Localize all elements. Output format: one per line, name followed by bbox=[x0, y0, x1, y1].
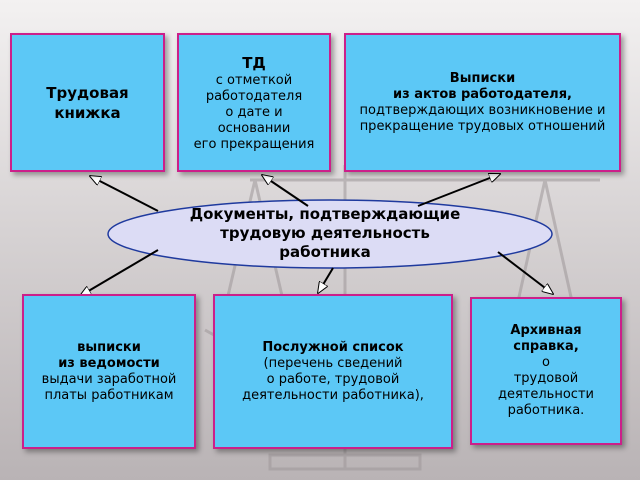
archive-certificate-line-1: Архивная bbox=[510, 323, 582, 338]
service-record-line-1: Послужной список bbox=[262, 339, 404, 355]
employment-contract-line-6: его прекращения bbox=[193, 136, 315, 152]
employer-extracts-line-3: подтверждающих возникновение и bbox=[359, 102, 606, 118]
employment-contract-line-2: с отметкой bbox=[215, 72, 293, 88]
payroll-extracts-line-4: платы работникам bbox=[44, 387, 174, 403]
archive-certificate-box: Архивная справка, о трудовой деятельност… bbox=[470, 297, 622, 445]
archive-certificate-line-4: трудовой bbox=[513, 371, 579, 386]
service-record-line-2: (перечень сведений bbox=[263, 355, 403, 371]
center-title: Документы, подтверждающие трудовую деяте… bbox=[160, 205, 490, 262]
employer-extracts-line-1: Выписки bbox=[449, 70, 516, 86]
labor-book-line-1: Трудовая bbox=[46, 83, 129, 102]
employment-contract-line-1: ТД bbox=[242, 53, 266, 72]
employer-extracts-box: Выписки из актов работодателя, подтвержд… bbox=[344, 33, 621, 172]
labor-book-box: Трудовая книжка bbox=[10, 33, 165, 172]
employment-contract-box: ТД с отметкой работодателя о дате и осно… bbox=[177, 33, 331, 172]
service-record-line-4: деятельности работника), bbox=[242, 387, 424, 403]
archive-certificate-line-6: работника. bbox=[507, 403, 585, 418]
archive-certificate-line-5: деятельности bbox=[498, 387, 594, 402]
archive-certificate-line-2: справка, bbox=[513, 339, 579, 354]
employer-extracts-line-2: из актов работодателя, bbox=[393, 86, 572, 102]
payroll-extracts-line-3: выдачи заработной bbox=[41, 371, 177, 387]
employment-contract-line-4: о дате и bbox=[225, 104, 283, 120]
center-line-2: трудовую деятельность bbox=[220, 224, 430, 242]
archive-certificate-line-3: о bbox=[542, 355, 550, 370]
payroll-extracts-line-1: выписки bbox=[77, 339, 141, 355]
payroll-extracts-box: выписки из ведомости выдачи заработной п… bbox=[22, 294, 196, 449]
employer-extracts-line-4: прекращение трудовых отношений bbox=[359, 118, 606, 134]
labor-book-line-2: книжка bbox=[54, 103, 121, 122]
service-record-box: Послужной список (перечень сведений о ра… bbox=[213, 294, 453, 449]
service-record-line-3: о работе, трудовой bbox=[266, 371, 400, 387]
payroll-extracts-line-2: из ведомости bbox=[58, 355, 160, 371]
center-line-3: работника bbox=[279, 243, 371, 261]
center-line-1: Документы, подтверждающие bbox=[189, 205, 461, 223]
employment-contract-line-5: основании bbox=[217, 120, 291, 136]
employment-contract-line-3: работодателя bbox=[205, 88, 303, 104]
